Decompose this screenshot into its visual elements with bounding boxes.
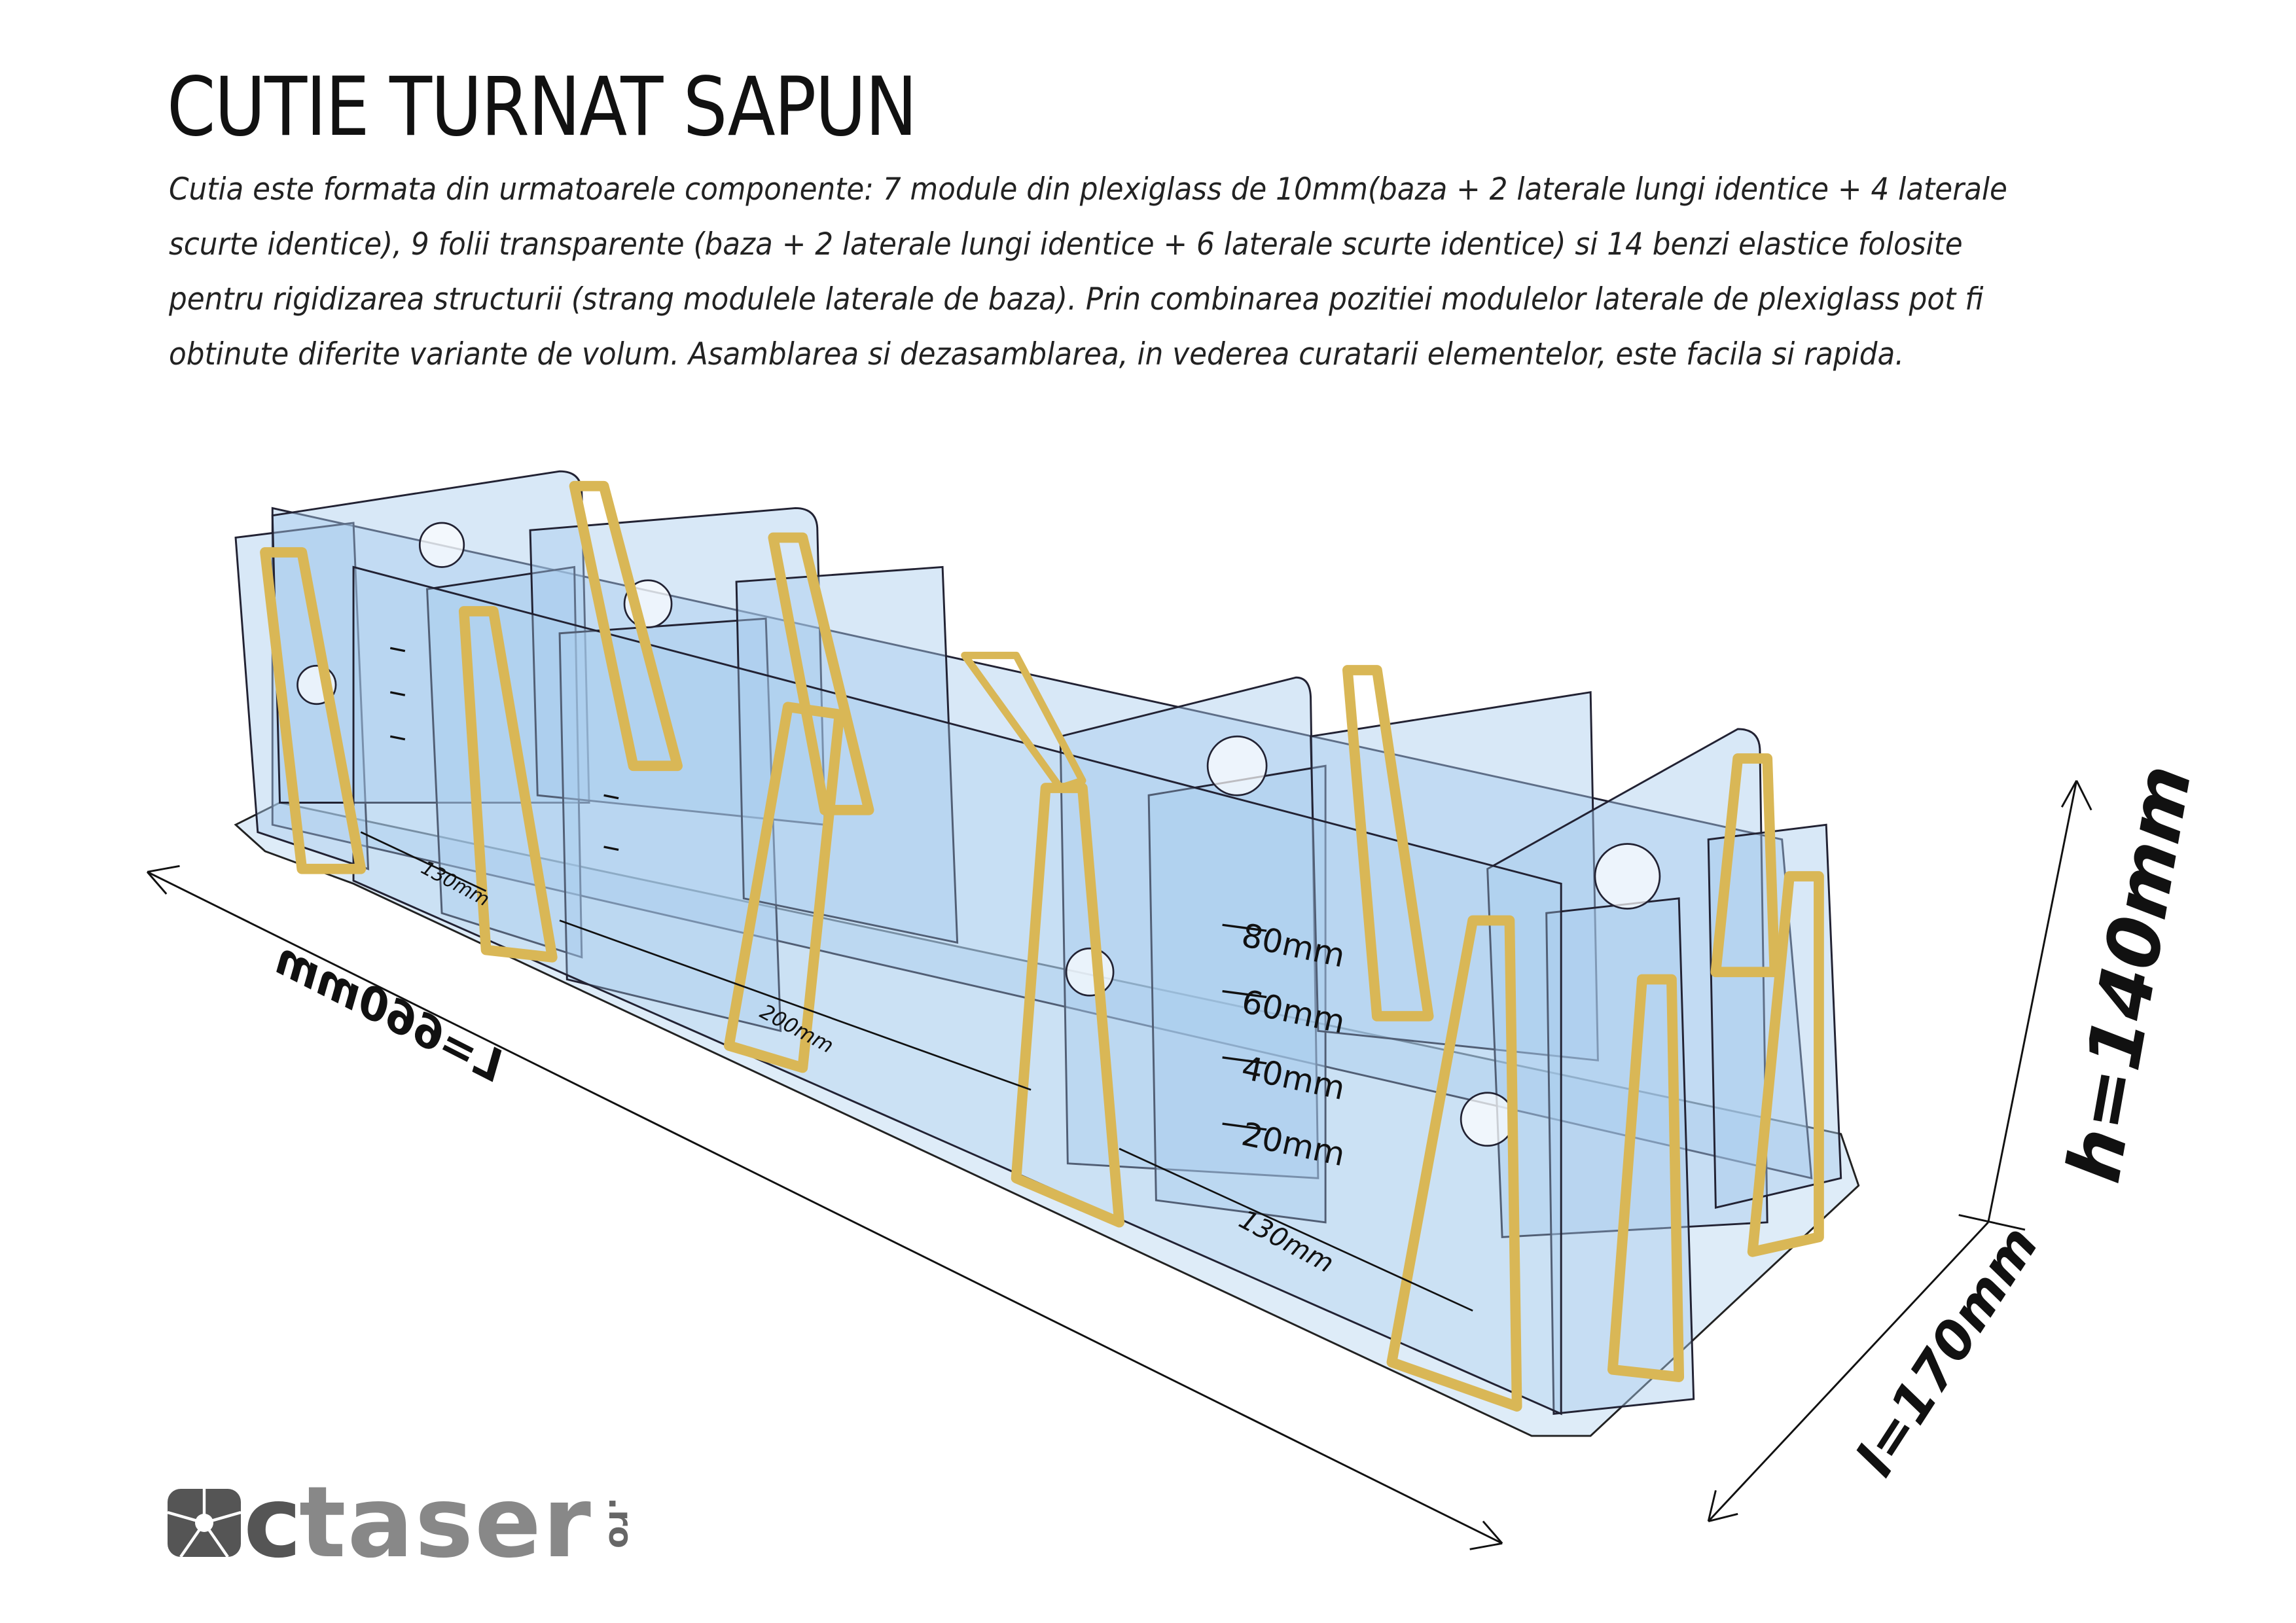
inner-dimension-lines [360,831,1473,1312]
overall-dimension-lines [146,780,2092,1550]
ruler-ticks [389,647,1267,1131]
logo-text: taser [298,1466,592,1580]
laser-burst-icon [167,1489,242,1558]
page-title: CUTIE TURNAT SAPUN [167,60,918,154]
length-label: L=660mm [266,933,512,1092]
ctaser-logo: c taser .ro [165,1474,646,1572]
height-label: h=140mm [2051,759,2208,1189]
elastic-bands [260,480,1824,1412]
box-base-plate [234,801,1860,1437]
front-long-wall [352,565,1562,1416]
logo-suffix: .ro [601,1497,639,1549]
description-text: Cutia este formata din urmatoarele compo… [169,171,2007,372]
width-label: l=170mm [1844,1216,2051,1488]
logo-text-c: c [243,1466,302,1580]
